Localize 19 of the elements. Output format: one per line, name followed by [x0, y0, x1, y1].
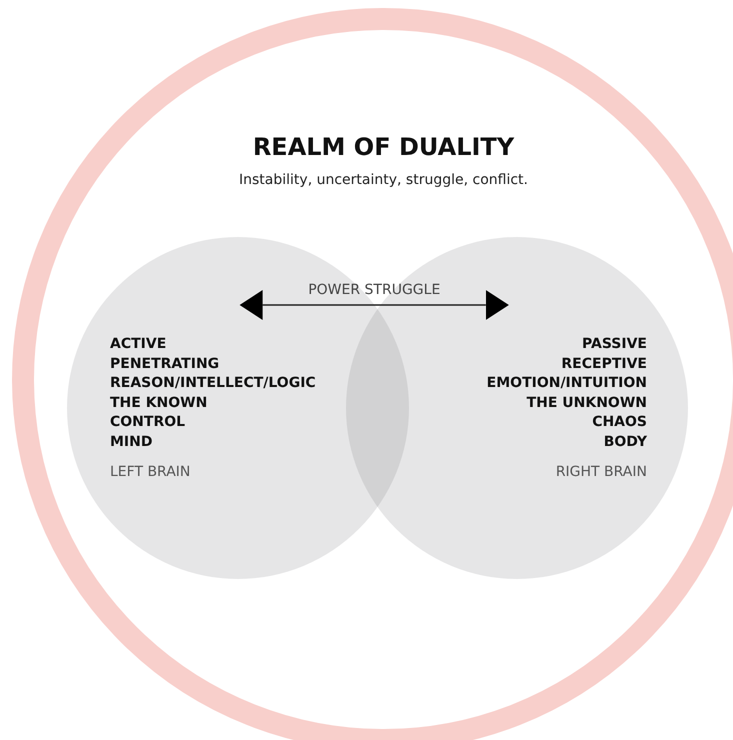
outer-ring [12, 8, 733, 740]
trait-label: EMOTION/INTUITION [486, 374, 647, 392]
subtitle: Instability, uncertainty, struggle, conflict. [238, 172, 529, 188]
trait-label: MIND [110, 433, 152, 451]
circle-caption: LEFT BRAIN [110, 463, 190, 481]
trait-label: BODY [604, 433, 647, 451]
double-arrow [240, 290, 509, 320]
trait-label: REASON/INTELLECT/LOGIC [110, 374, 316, 392]
trait-label: RECEPTIVE [561, 354, 647, 373]
trait-label: CONTROL [110, 413, 186, 432]
edge-label: POWER STRUGGLE [307, 282, 442, 298]
trait-label: THE KNOWN [110, 394, 208, 412]
title: REALM OF DUALITY [252, 133, 516, 161]
trait-label: PENETRATING [110, 354, 220, 373]
trait-label: CHAOS [592, 413, 647, 432]
trait-label: THE UNKNOWN [526, 394, 647, 412]
circle-caption: RIGHT BRAIN [556, 463, 647, 481]
trait-label: ACTIVE [110, 335, 166, 353]
trait-label: PASSIVE [582, 335, 647, 353]
